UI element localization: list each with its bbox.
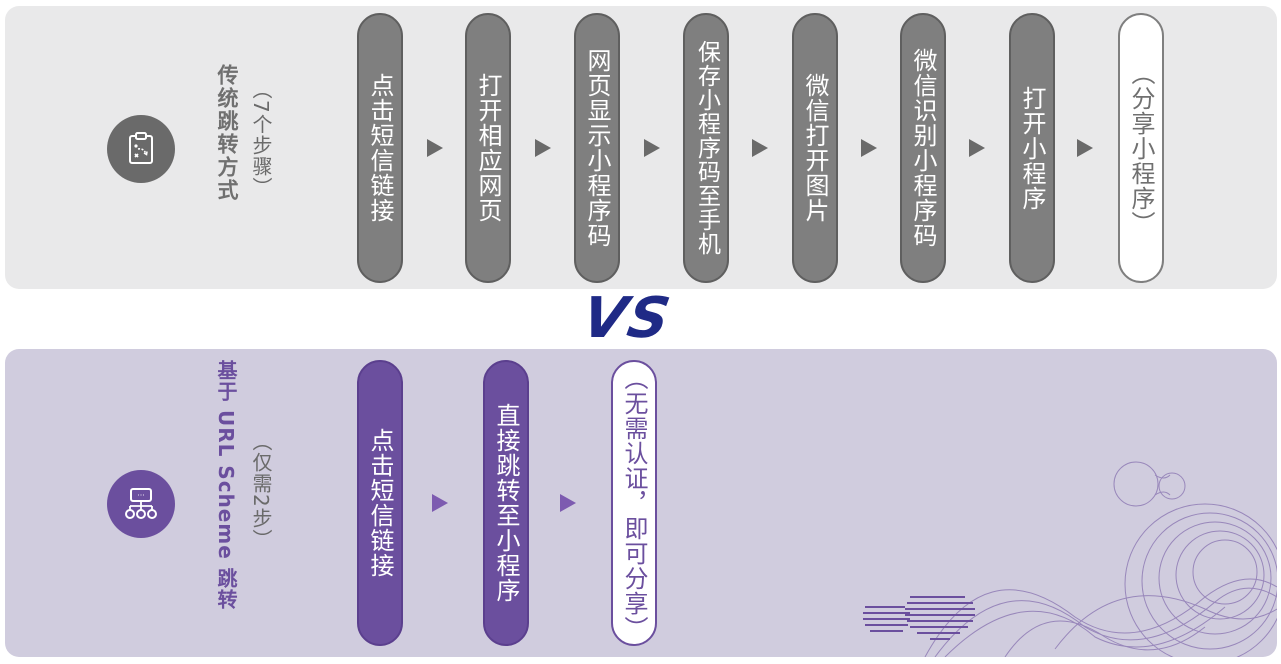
url-scheme-title: 基于 URL Scheme 跳转 [214,360,238,610]
traditional-step-5: 微信打开图片 [792,13,838,283]
traditional-step-2: 打开相应网页 [465,13,511,283]
final-label: （分享小程序） [1127,60,1155,236]
traditional-icon [107,115,175,183]
traditional-step-4: 保存小程序码至手机 [683,13,729,283]
network-hierarchy-icon: ··· [125,488,157,519]
step-label: 点击短信链接 [366,73,394,223]
traditional-step-1: 点击短信链接 [357,13,403,283]
step-label: 直接跳转至小程序 [492,403,520,603]
arrow-icon [1077,139,1093,157]
url-scheme-step-1: 点击短信链接 [357,360,403,646]
step-label: 打开相应网页 [474,73,502,223]
arrow-icon [535,139,551,157]
arrow-icon [432,494,448,512]
arrow-icon [861,139,877,157]
arrow-icon [560,494,576,512]
vs-label: VS [577,286,677,351]
final-label: （无需认证，即可分享） [620,365,648,641]
traditional-step-3: 网页显示小程序码 [574,13,620,283]
step-label: 网页显示小程序码 [583,48,611,248]
svg-text:···: ··· [137,491,145,500]
url-scheme-subtitle: （仅需2步） [249,431,273,550]
traditional-final: （分享小程序） [1118,13,1164,283]
url-scheme-icon: ··· [107,470,175,538]
step-label: 微信打开图片 [801,73,829,223]
clipboard-strategy-icon [129,132,153,164]
traditional-step-7: 打开小程序 [1009,13,1055,283]
step-label: 微信识别小程序码 [909,48,937,248]
traditional-title: 传统跳转方式 [215,64,239,202]
traditional-subtitle: （7个步骤） [249,79,273,198]
arrow-icon [752,139,768,157]
arrow-icon [427,139,443,157]
url-scheme-final: （无需认证，即可分享） [611,360,657,646]
url-scheme-step-2: 直接跳转至小程序 [483,360,529,646]
arrow-icon [969,139,985,157]
step-label: 点击短信链接 [366,428,394,578]
step-label: 保存小程序码至手机 [693,40,720,256]
step-label: 打开小程序 [1018,85,1046,211]
arrow-icon [644,139,660,157]
traditional-step-6: 微信识别小程序码 [900,13,946,283]
traditional-panel [5,6,1277,289]
decorative-waves [863,461,1277,657]
